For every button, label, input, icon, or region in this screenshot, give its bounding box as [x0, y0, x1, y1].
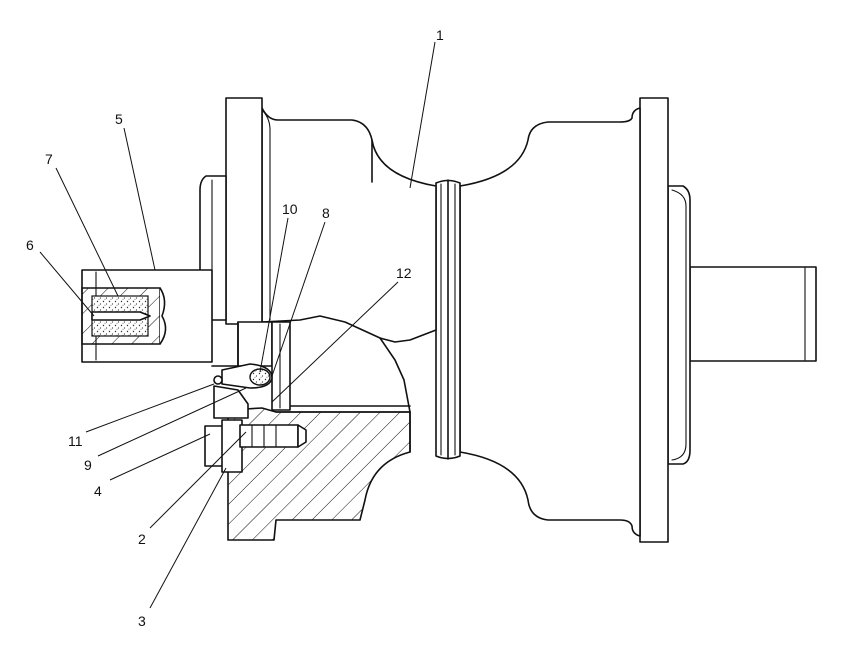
- callout-10: 10: [282, 201, 298, 217]
- leader-11: [85, 383, 215, 433]
- leader-1: [409, 41, 436, 189]
- leader-4: [109, 433, 211, 481]
- leader-2: [149, 431, 247, 529]
- callout-8: 8: [322, 205, 330, 221]
- left-flange: [225, 97, 271, 325]
- callout-labels: 1 2 3 4 5 6 7 8 9 10 11 12: [26, 27, 444, 629]
- callout-11: 11: [68, 433, 83, 449]
- right-wheel-body: [459, 107, 641, 537]
- callout-2: 2: [138, 531, 146, 547]
- leader-7: [55, 167, 119, 297]
- callout-6: 6: [26, 237, 34, 253]
- leader-9: [97, 387, 247, 457]
- callout-1: 1: [436, 27, 444, 43]
- right-shaft: [689, 266, 817, 362]
- leader-12: [271, 281, 399, 403]
- callout-5: 5: [115, 111, 123, 127]
- leader-5: [123, 127, 156, 271]
- callout-3: 3: [138, 613, 146, 629]
- callout-4: 4: [94, 483, 102, 499]
- callout-7: 7: [45, 151, 53, 167]
- left-wheel-body: [261, 107, 437, 343]
- leader-lines: [39, 41, 436, 609]
- leader-8: [271, 221, 326, 377]
- bolt: [239, 424, 307, 448]
- center-ribs: [435, 179, 461, 460]
- callout-9: 9: [84, 457, 92, 473]
- leader-3: [149, 467, 227, 609]
- seal-ring: [213, 363, 273, 389]
- callout-12: 12: [396, 265, 412, 281]
- leader-10: [259, 217, 289, 373]
- shaft-cutaway: [81, 287, 167, 345]
- leader-6: [39, 251, 95, 317]
- right-flange: [639, 97, 691, 543]
